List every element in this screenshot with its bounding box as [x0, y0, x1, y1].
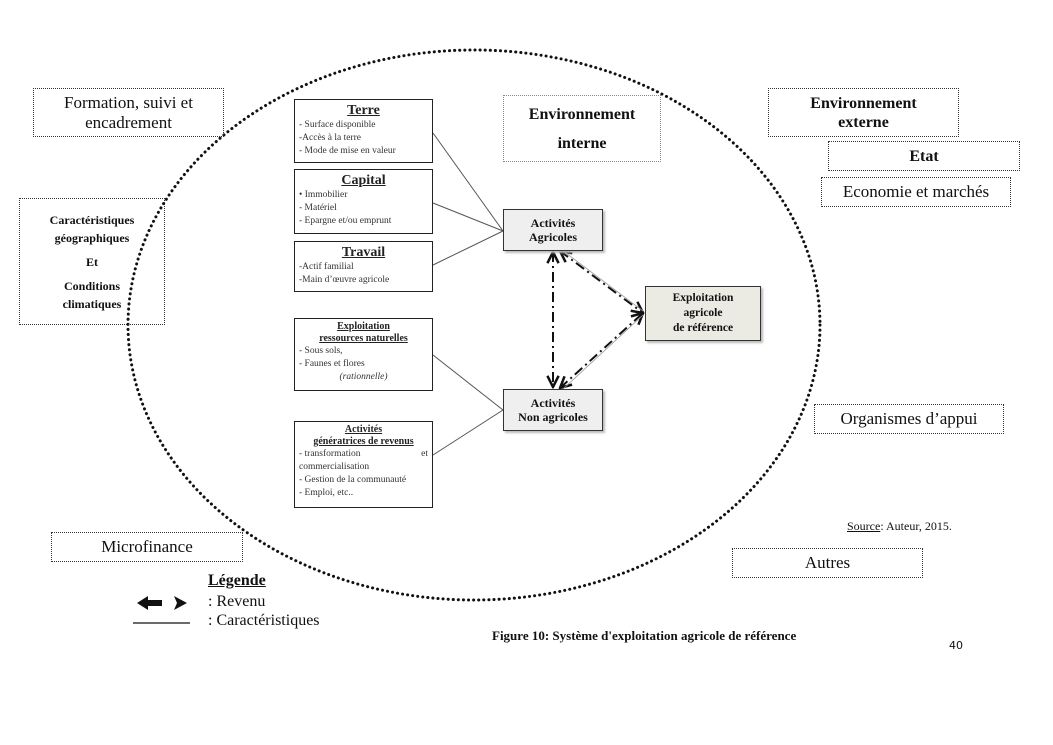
caract-line-4: Conditions [63, 278, 121, 293]
box-organismes: Organismes d’appui [814, 404, 1004, 434]
capital-title: Capital [341, 173, 386, 188]
box-caracteristiques: Caractéristiques géographiques Et Condit… [19, 198, 165, 325]
ressources-title-2: ressources naturelles [319, 333, 408, 344]
factor-travail: Travail -Actif familial -Main d’œuvre ag… [294, 241, 433, 292]
revenus-item: et [421, 449, 428, 459]
revenus-title-2: génératrices de revenus [313, 436, 414, 447]
box-autres: Autres [732, 548, 923, 578]
ressources-item: - Faunes et flores [299, 359, 365, 369]
revenus-title-1: Activités [344, 424, 383, 435]
environment-boundary [126, 48, 822, 602]
node-activites-agricoles: Activités Agricoles [503, 209, 603, 251]
agricoles-line-1: Activités [530, 216, 576, 230]
source-note: Source: Auteur, 2015. [847, 519, 952, 534]
terre-title: Terre [347, 103, 380, 118]
env-interne-line-2: interne [557, 134, 607, 152]
caract-line-2: géographiques [54, 230, 130, 245]
box-economie: Economie et marchés [821, 177, 1011, 207]
legend-title: Légende [208, 572, 266, 589]
factor-capital: Capital • Immobilier - Matériel - Epargn… [294, 169, 433, 234]
connector-travail [432, 230, 504, 266]
flow-nonagricoles-reference [560, 313, 643, 388]
figure-caption: Figure 10: Système d'exploitation agrico… [492, 628, 797, 643]
ressources-note: (rationnelle) [339, 372, 388, 382]
capital-item: • Immobilier [299, 190, 348, 200]
travail-item: -Actif familial [299, 262, 354, 272]
non-agricoles-line-1: Activités [530, 396, 576, 410]
caract-line-1: Caractéristiques [49, 212, 135, 227]
flow-agricoles-reference [560, 251, 643, 313]
capital-item: - Epargne et/ou emprunt [299, 216, 392, 226]
env-externe-line-1: Environnement [810, 94, 917, 112]
revenus-item: commercialisation [299, 462, 370, 472]
box-microfinance: Microfinance [51, 532, 243, 562]
node-exploitation-reference: Exploitation agricole de référence [645, 286, 761, 341]
etat-label: Etat [909, 147, 939, 165]
legend-revenue-arrow-icon [137, 596, 187, 610]
connector-capital [432, 202, 504, 232]
factor-activites-generatrices: Activités génératrices de revenus - tran… [294, 421, 433, 508]
terre-item: - Surface disponible [299, 120, 376, 130]
connector-revenus [432, 409, 504, 456]
terre-item: - Mode de mise en valeur [299, 146, 396, 156]
organismes-label: Organismes d’appui [840, 409, 978, 428]
legend-revenu: : Revenu [208, 593, 266, 610]
reference-line-2: agricole [683, 307, 723, 319]
factor-ressources-naturelles: Exploitation ressources naturelles - Sou… [294, 318, 433, 391]
box-etat: Etat [828, 141, 1020, 171]
source-label: Source [847, 519, 881, 533]
env-interne-line-1: Environnement [528, 105, 636, 123]
non-agricoles-line-2: Non agricoles [518, 410, 588, 424]
reference-line-1: Exploitation [672, 292, 734, 304]
factor-terre: Terre - Surface disponible -Accès à la t… [294, 99, 433, 163]
economie-label: Economie et marchés [842, 182, 990, 201]
source-text: : Auteur, 2015. [880, 519, 952, 533]
connector-terre [432, 132, 504, 232]
travail-title: Travail [341, 245, 386, 260]
revenus-item: - Emploi, etc.. [299, 488, 354, 498]
box-environnement-interne: Environnement interne [503, 95, 661, 162]
terre-item: -Accès à la terre [299, 133, 361, 143]
reference-line-3: de référence [672, 322, 734, 334]
autres-label: Autres [804, 553, 851, 572]
env-externe-line-2: externe [838, 113, 889, 131]
caract-line-3: Et [86, 254, 98, 269]
node-activites-non-agricoles: Activités Non agricoles [503, 389, 603, 431]
legend-caracteristiques: : Caractéristiques [208, 612, 320, 629]
box-environnement-externe: Environnement externe [768, 88, 959, 137]
capital-item: - Matériel [299, 203, 337, 213]
page-number: 40 [949, 639, 963, 652]
revenus-item: - transformation [299, 449, 361, 459]
microfinance-label: Microfinance [101, 537, 193, 556]
ressources-item: - Sous sols, [299, 346, 343, 356]
box-formation: Formation, suivi et encadrement [33, 88, 224, 137]
connector-ressources [432, 354, 504, 411]
ressources-title-1: Exploitation [337, 321, 390, 332]
revenus-item: - Gestion de la communauté [299, 475, 407, 485]
caract-line-5: climatiques [62, 296, 122, 311]
formation-label: Formation, suivi et encadrement [64, 92, 193, 132]
agricoles-line-2: Agricoles [529, 230, 577, 244]
travail-item: -Main d’œuvre agricole [299, 275, 390, 285]
